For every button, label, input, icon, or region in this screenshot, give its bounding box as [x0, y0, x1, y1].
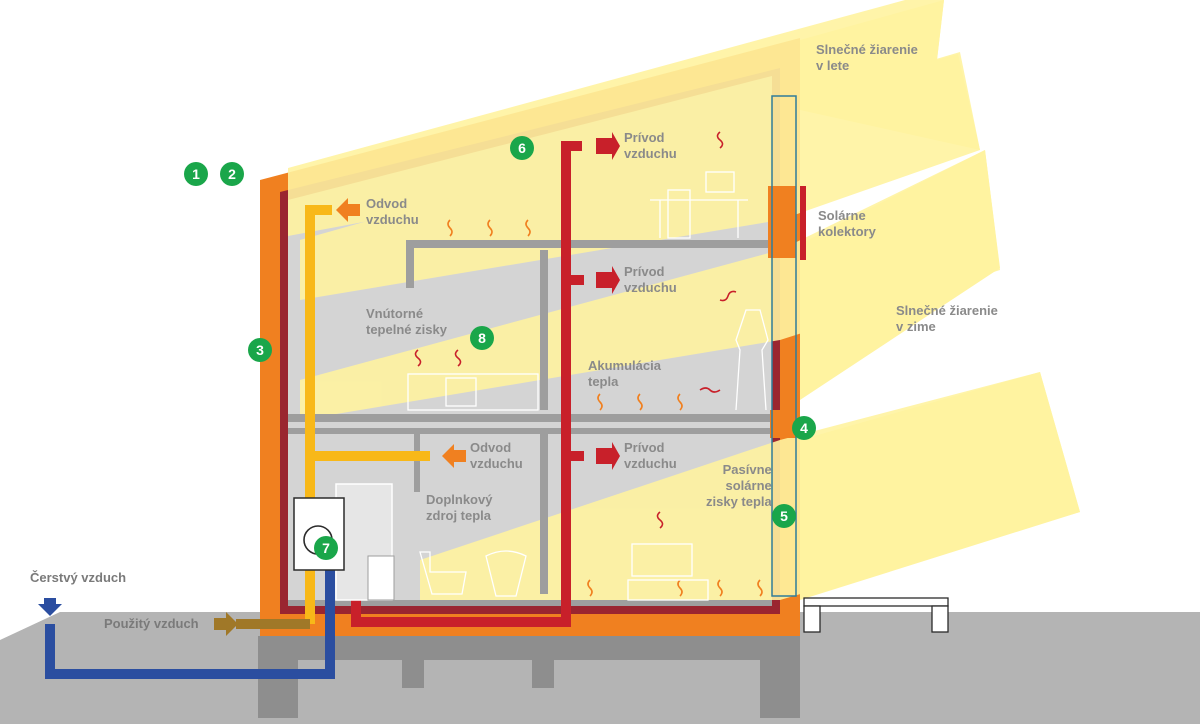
label-used-air: Použitý vzduch — [104, 616, 199, 631]
marker-6: 6 — [510, 136, 534, 160]
marker-7: 7 — [314, 536, 338, 560]
label-fresh-air: Čerstvý vzduch — [30, 570, 127, 585]
marker-5: 5 — [772, 504, 796, 528]
sun-rays-outside — [800, 0, 1080, 600]
exhaust-ducts — [305, 205, 430, 624]
marker-2: 2 — [220, 162, 244, 186]
marker-4: 4 — [792, 416, 816, 440]
arrows — [38, 132, 620, 636]
backup-tank — [367, 555, 395, 601]
window-frame — [771, 95, 797, 597]
foundation — [258, 636, 800, 718]
marker-8: 8 — [470, 326, 494, 350]
balcony-slab — [770, 410, 796, 438]
solar-collector-pipe — [800, 186, 806, 260]
marker-1: 1 — [184, 162, 208, 186]
marker-3: 3 — [248, 338, 272, 362]
heat-signs — [414, 131, 737, 529]
bench — [803, 597, 949, 633]
fresh-air-duct — [45, 568, 335, 679]
heat-recovery-unit — [293, 497, 345, 571]
furniture — [407, 171, 769, 601]
warm-floor-signs — [447, 219, 763, 597]
floor-slabs — [288, 240, 772, 606]
